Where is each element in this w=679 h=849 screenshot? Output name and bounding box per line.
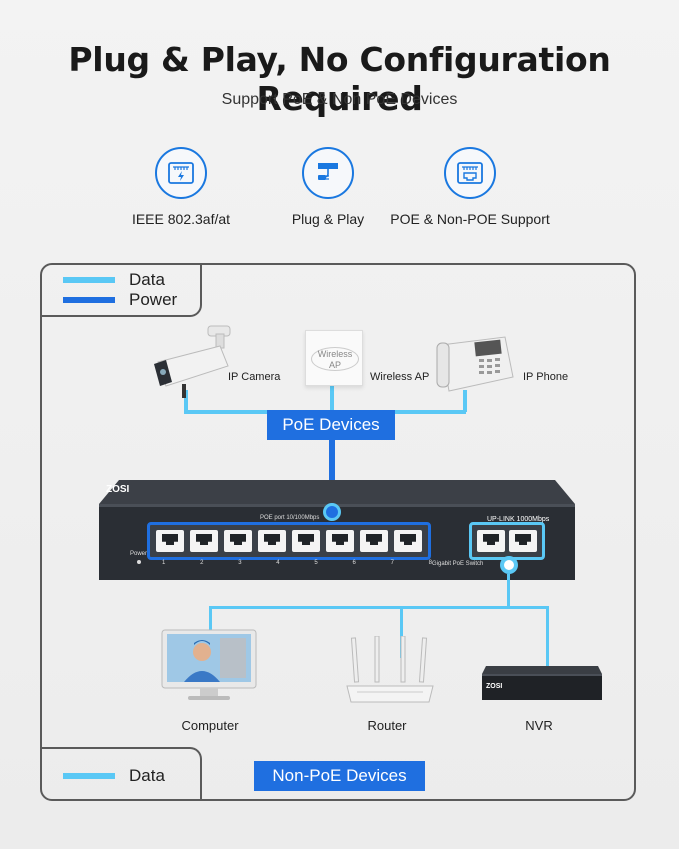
device-label-nvr: NVR — [525, 718, 553, 733]
power-legend-swatch — [63, 297, 115, 303]
power-led — [137, 560, 141, 564]
port-number: 7 — [390, 560, 394, 566]
port-number: 4 — [276, 560, 280, 566]
feature-label: Plug & Play — [291, 211, 365, 227]
ethernet-port[interactable] — [224, 530, 252, 552]
switch-power-text: Power — [130, 551, 148, 557]
computer-cable — [209, 606, 212, 638]
ethernet-port-icon — [444, 147, 496, 199]
uplink-junction-dot — [500, 556, 518, 574]
nvr-cable — [546, 606, 549, 668]
legend-bottom: Data — [40, 747, 202, 801]
uplink-port[interactable] — [477, 530, 505, 552]
non-poe-devices-badge: Non-PoE Devices — [254, 761, 425, 791]
feature-plug-play: Plug & Play — [233, 147, 423, 227]
router-icon — [346, 636, 434, 703]
uplink-ports-group — [469, 522, 545, 560]
poe-ports-group — [147, 522, 431, 560]
switch-model-text: Gigabit PoE Switch — [432, 561, 484, 567]
ethernet-port[interactable] — [360, 530, 388, 552]
legend-data-label: Data — [129, 766, 165, 785]
poe-trunk-cable — [329, 440, 335, 508]
ethernet-port[interactable] — [326, 530, 354, 552]
port-number: 3 — [238, 560, 242, 566]
router-cable — [400, 606, 403, 658]
port-number: 2 — [200, 560, 204, 566]
data-legend-swatch — [63, 773, 115, 779]
poe-devices-badge: PoE Devices — [267, 410, 395, 440]
device-label-computer: Computer — [181, 718, 239, 733]
port-number: 5 — [314, 560, 318, 566]
diagram-panel — [40, 263, 636, 801]
ethernet-port[interactable] — [258, 530, 286, 552]
camera-cable — [184, 390, 188, 412]
uplink-port[interactable] — [509, 530, 537, 552]
port-numbers: 1 2 3 4 5 6 7 8 — [162, 560, 432, 566]
nvr-brand: ZOSI — [486, 683, 503, 690]
phone-cable — [463, 390, 467, 412]
switch-brand: ZOSI — [106, 484, 130, 495]
device-label-ip-camera: IP Camera — [228, 371, 281, 383]
ethernet-port[interactable] — [292, 530, 320, 552]
uplink-trunk-cable — [507, 574, 510, 608]
device-label-ip-phone: IP Phone — [523, 371, 569, 383]
ip-camera-icon — [154, 325, 231, 398]
feature-label: IEEE 802.3af/at — [131, 211, 231, 227]
feature-ieee: IEEE 802.3af/at — [86, 147, 276, 227]
computer-icon — [161, 629, 257, 700]
ethernet-port[interactable] — [190, 530, 218, 552]
data-legend-swatch — [63, 277, 115, 283]
port-number: 6 — [352, 560, 356, 566]
page-subtitle: Support PoE & Non PoE Devices — [221, 91, 458, 108]
device-label-router: Router — [367, 718, 407, 733]
wireless-ap-device: Wireless AP — [305, 330, 363, 386]
device-label-wireless-ap: Wireless AP — [370, 371, 430, 383]
feature-poe-support: POE & Non-POE Support — [375, 147, 565, 227]
feature-label: POE & Non-POE Support — [390, 211, 550, 227]
plug-icon — [302, 147, 354, 199]
legend-power-label: Power — [129, 290, 178, 309]
ap-cable — [330, 385, 334, 412]
ethernet-port[interactable] — [394, 530, 422, 552]
page-title: Plug & Play, No Configuration Required — [68, 40, 611, 118]
legend-top: Data Power — [40, 263, 202, 317]
lan-bus-cable — [209, 606, 549, 609]
wireless-ap-device-text: Wireless AP — [311, 347, 359, 371]
ethernet-port-bolt-icon — [155, 147, 207, 199]
switch-uplink-caption: UP-LINK 1000Mbps — [487, 516, 550, 523]
switch-port-caption: POE port 10/100Mbps — [260, 515, 320, 521]
ethernet-port[interactable] — [156, 530, 184, 552]
port-number: 1 — [162, 560, 166, 566]
nvr-icon — [482, 666, 602, 700]
legend-data-label: Data — [129, 270, 165, 289]
poe-junction-dot — [323, 503, 341, 521]
port-number: 8 — [428, 560, 432, 566]
ip-phone-icon — [436, 336, 514, 392]
